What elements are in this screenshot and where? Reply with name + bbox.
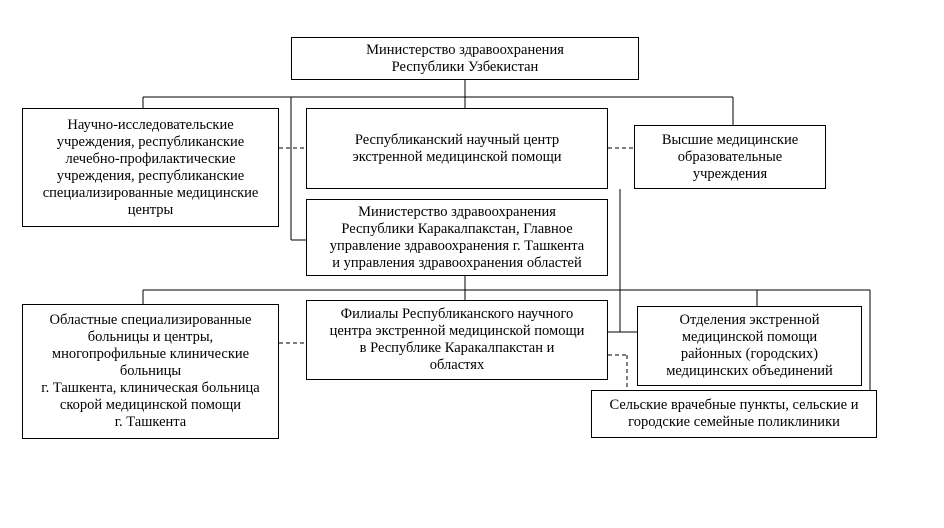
branches-label: Филиалы Республиканского научного центра… <box>329 306 585 373</box>
ministry-karakalpakstan-box: Министерство здравоохранения Республики … <box>306 199 608 276</box>
rural-points-box: Сельские врачебные пункты, сельские и го… <box>591 390 877 438</box>
regional-hospitals-box: Областные специализированные больницы и … <box>22 304 279 439</box>
higher-education-box: Высшие медицинские образовательные учреж… <box>634 125 826 189</box>
research-institutions-box: Научно-исследовательские учреждения, рес… <box>22 108 279 227</box>
emergency-departments-box: Отделения экстренной медицинской помощи … <box>637 306 862 386</box>
ministry-uzbekistan-label: Министерство здравоохранения Республики … <box>366 41 564 75</box>
emergency-center-box: Республиканский научный центр экстренной… <box>306 108 608 189</box>
ministry-karakalpakstan-label: Министерство здравоохранения Республики … <box>329 203 585 271</box>
emergency-center-label: Республиканский научный центр экстренной… <box>352 131 562 165</box>
rural-points-label: Сельские врачебные пункты, сельские и го… <box>609 397 859 430</box>
branches-box: Филиалы Республиканского научного центра… <box>306 300 608 380</box>
emergency-departments-label: Отделения экстренной медицинской помощи … <box>666 312 833 379</box>
ministry-uzbekistan-box: Министерство здравоохранения Республики … <box>291 37 639 80</box>
research-institutions-label: Научно-исследовательские учреждения, рес… <box>42 116 259 218</box>
regional-hospitals-label: Областные специализированные больницы и … <box>41 312 260 430</box>
higher-education-label: Высшие медицинские образовательные учреж… <box>661 131 799 182</box>
